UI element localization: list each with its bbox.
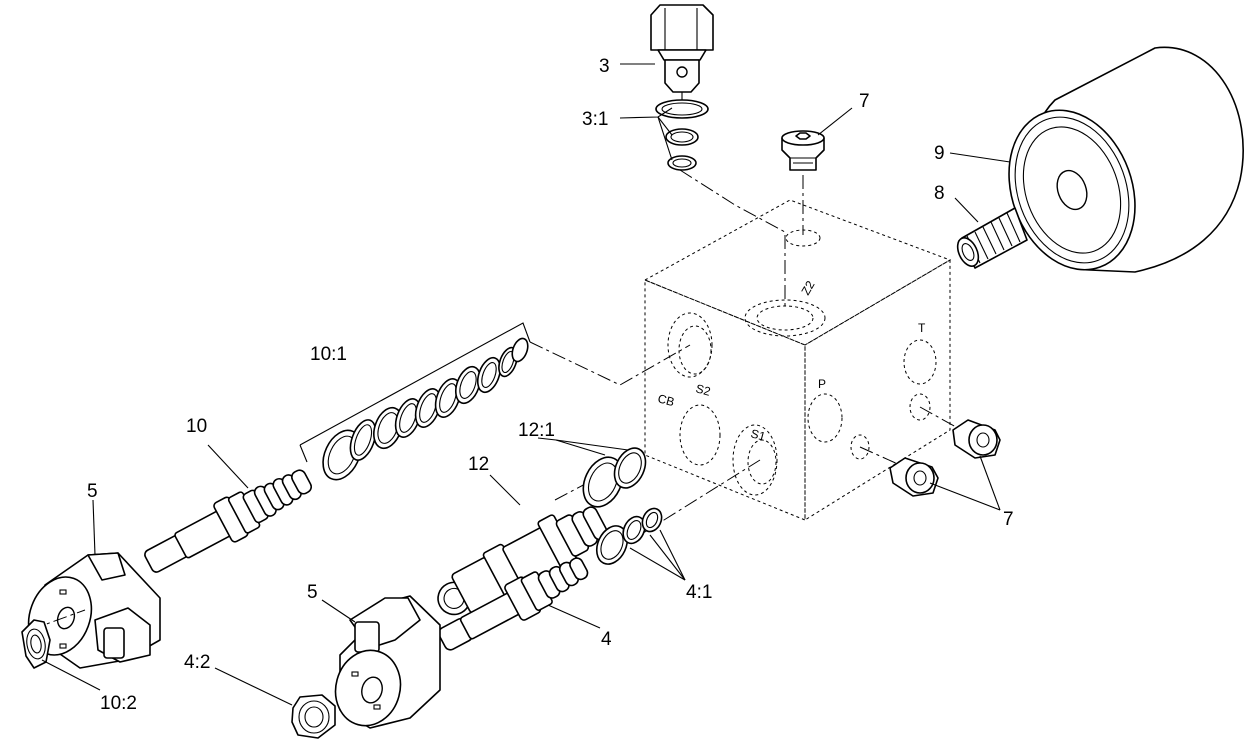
port-label-s1: S1 <box>749 426 767 443</box>
part-10-cartridge-valve <box>144 469 313 573</box>
callout-4-2: 4:2 <box>184 652 210 673</box>
part-9-coil <box>1008 46 1244 273</box>
port-label-p: P <box>818 377 826 391</box>
part-12-1-o-rings <box>582 447 647 508</box>
callout-5-left: 5 <box>87 481 98 502</box>
part-7-plug-top <box>781 130 825 171</box>
callout-8: 8 <box>934 183 945 204</box>
port-label-t: T <box>918 321 926 335</box>
manifold-block <box>643 199 952 521</box>
port-label-cb: CB <box>656 391 676 409</box>
part-10-2-nut <box>21 619 51 669</box>
part-4-1-o-rings <box>595 507 663 565</box>
callout-10-1: 10:1 <box>310 344 347 365</box>
callout-3-1: 3:1 <box>582 109 608 130</box>
part-8-threaded-nut <box>956 207 1028 269</box>
leader-lines <box>41 63 1011 706</box>
callout-12-1: 12:1 <box>518 420 555 441</box>
callout-9: 9 <box>934 143 945 164</box>
part-4-2-nut <box>291 694 336 739</box>
part-7-plug-side-lower <box>889 457 939 497</box>
callout-7-right: 7 <box>1003 509 1014 530</box>
part-5-coil-right <box>334 595 441 729</box>
part-7-plug-side-upper <box>952 419 1001 459</box>
callout-3: 3 <box>599 56 610 77</box>
part-10-1-o-ring-stack <box>299 322 531 481</box>
port-label-z2: Z2 <box>798 278 817 297</box>
callout-4-1: 4:1 <box>686 582 712 603</box>
part-4-cartridge-valve <box>437 557 589 651</box>
callout-12: 12 <box>468 454 489 475</box>
part-3-1-o-rings <box>655 99 709 171</box>
callout-7-top: 7 <box>859 91 870 112</box>
callout-5-right: 5 <box>307 582 318 603</box>
part-3-cartridge <box>650 4 714 102</box>
callout-10-2: 10:2 <box>100 693 137 714</box>
callout-10: 10 <box>186 416 207 437</box>
part-5-coil-left <box>27 552 161 669</box>
port-label-s2: S2 <box>694 381 712 398</box>
callout-4: 4 <box>601 629 612 650</box>
